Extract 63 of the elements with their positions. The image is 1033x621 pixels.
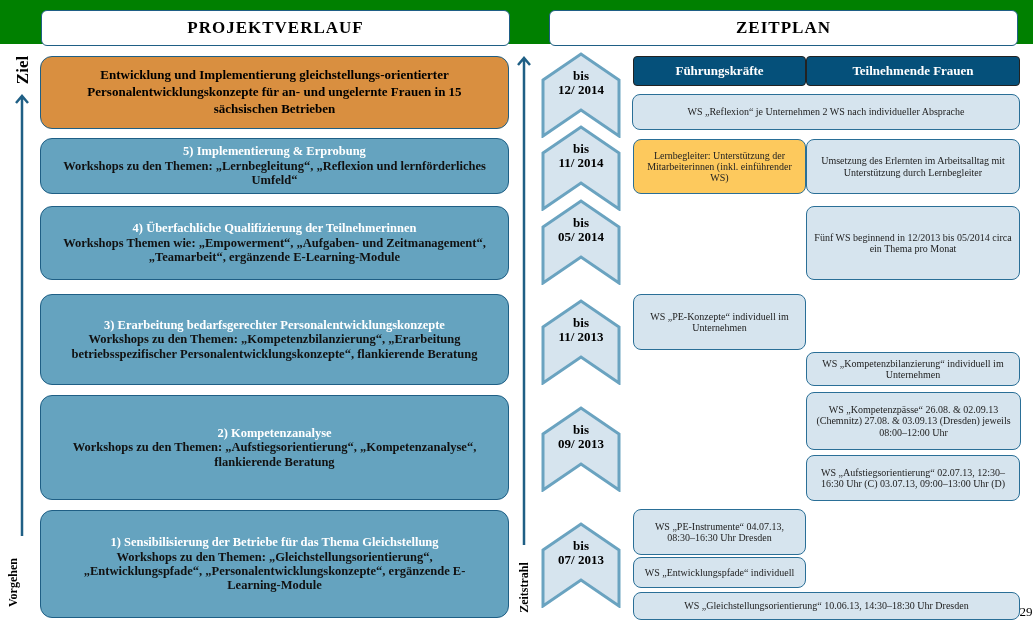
schedule-text: WS „PE-Instrumente“ 04.07.13, 08:30–16:30 Uhr Dresden (653, 520, 786, 544)
date-marker (541, 522, 621, 608)
step-heading: 3) Erarbeitung bedarfsgerechter Personalentwicklungskonzepte (104, 317, 445, 333)
date-label: bis 11/ 2014 (558, 142, 604, 170)
step-description: Workshops zu den Themen: „Lernbegleitung“, „Reflexion und lernförderliches Umfeld“ (62, 158, 487, 188)
schedule-text: WS „Reflexion“ je Unternehmen 2 WS nach individueller Absprache (687, 106, 965, 118)
date-label: bis 11/ 2013 (558, 316, 604, 344)
step-description: Workshops Themen wie: „Empowerment“, „Aufgaben- und Zeitmanagement“, „Teamarbeit“, ergänzende E-Learning-Module (62, 235, 487, 265)
schedule-box (806, 392, 1021, 450)
schedule-text: Lernbegleiter: Unterstützung der Mitarbeiterinnen (inkl. einführender WS) (646, 149, 793, 184)
schedule-box (633, 509, 806, 555)
schedule-text: WS „Kompetenzbilanzierung“ individuell im Unternehmen (821, 357, 1005, 381)
goal-text: Entwicklung und Implementierung gleichstellungs-orientierter Personalentwicklungskonzepte für an- und ungelernte Frauen in 15 sächsischen Betrieben (86, 67, 463, 118)
column-header (633, 56, 806, 86)
date-marker (541, 199, 621, 285)
schedule-text: WS „PE-Konzepte“ individuell im Unternehmen (649, 310, 790, 334)
step-box (40, 294, 509, 385)
date-label: bis 12/ 2014 (558, 69, 604, 97)
schedule-text: Umsetzung des Erlernten im Arbeitsalltag mit Unterstützung durch Lernbegleiter (820, 155, 1006, 178)
column-title: Teilnehmende Frauen (852, 63, 974, 79)
schedule-text: WS „Gleichstellungsorientierung“ 10.06.13, 14:30–18:30 Uhr Dresden (684, 600, 969, 612)
schedule-box (806, 455, 1020, 501)
section-title: PROJEKTVERLAUF (187, 18, 364, 38)
schedule-box (806, 206, 1020, 280)
schedule-box (806, 352, 1020, 386)
schedule-text: WS „Kompetenzpässe“ 26.08. & 02.09.13 (Chemnitz) 27.08. & 03.09.13 (Dresden) jeweils 08:00–12:00 Uhr (815, 404, 1012, 438)
schedule-box (633, 139, 806, 194)
axis-label: Ziel (13, 54, 33, 87)
step-heading: 5) Implementierung & Erprobung (183, 144, 366, 159)
step-description: Workshops zu den Themen: „Kompetenzbilanzierung“, „Erarbeitung betriebsspezifischer Personalentwicklungskonzepte“, flankierende Beratung (70, 332, 479, 362)
schedule-text: WS „Entwicklungspfade“ individuell (644, 566, 795, 579)
axis-label: Vorgehen (5, 557, 21, 609)
schedule-box (633, 294, 806, 350)
schedule-box (806, 139, 1020, 194)
schedule-text: Fünf WS beginnend in 12/2013 bis 05/2014 circa ein Thema pro Monat (813, 231, 1013, 255)
column-title: Führungskräfte (675, 63, 764, 79)
date-marker (541, 406, 621, 492)
page-number: 29 (1018, 604, 1033, 620)
date-label: bis 05/ 2014 (558, 216, 604, 244)
axis-label: Zeitstrahl (516, 561, 532, 615)
date-label: bis 07/ 2013 (558, 539, 604, 567)
date-label: bis 09/ 2013 (558, 423, 604, 451)
section-header (549, 10, 1018, 46)
section-title: ZEITPLAN (736, 18, 831, 38)
step-description: Workshops zu den Themen: „Aufstiegsorientierung“, „Kompetenzanalyse“, flankierende Beratung (71, 440, 478, 470)
step-heading: 2) Kompetenzanalyse (217, 425, 332, 441)
section-header (41, 10, 510, 46)
schedule-text: WS „Aufstiegsorientierung“ 02.07.13, 12:30–16:30 Uhr (C) 03.07.13, 09:00–13:00 Uhr (D) (819, 466, 1007, 490)
column-header (806, 56, 1020, 86)
schedule-box (633, 592, 1020, 620)
step-description: Workshops zu den Themen: „Gleichstellungsorientierung“, „Entwicklungspfade“, „Personalentwicklungskonzepte“, ergänzende E-Learning-Module (82, 549, 467, 593)
date-marker (541, 52, 621, 138)
step-box (40, 395, 509, 500)
step-heading: 1) Sensibilisierung der Betriebe für das Thema Gleichstellung (110, 535, 439, 550)
date-marker (541, 299, 621, 385)
date-marker (541, 125, 621, 211)
goal-box (40, 56, 509, 129)
step-box (40, 510, 509, 618)
schedule-box (632, 94, 1020, 130)
step-box (40, 206, 509, 280)
schedule-box (633, 557, 806, 588)
step-heading: 4) Überfachliche Qualifizierung der Teilnehmerinnen (132, 221, 417, 236)
step-box (40, 138, 509, 194)
